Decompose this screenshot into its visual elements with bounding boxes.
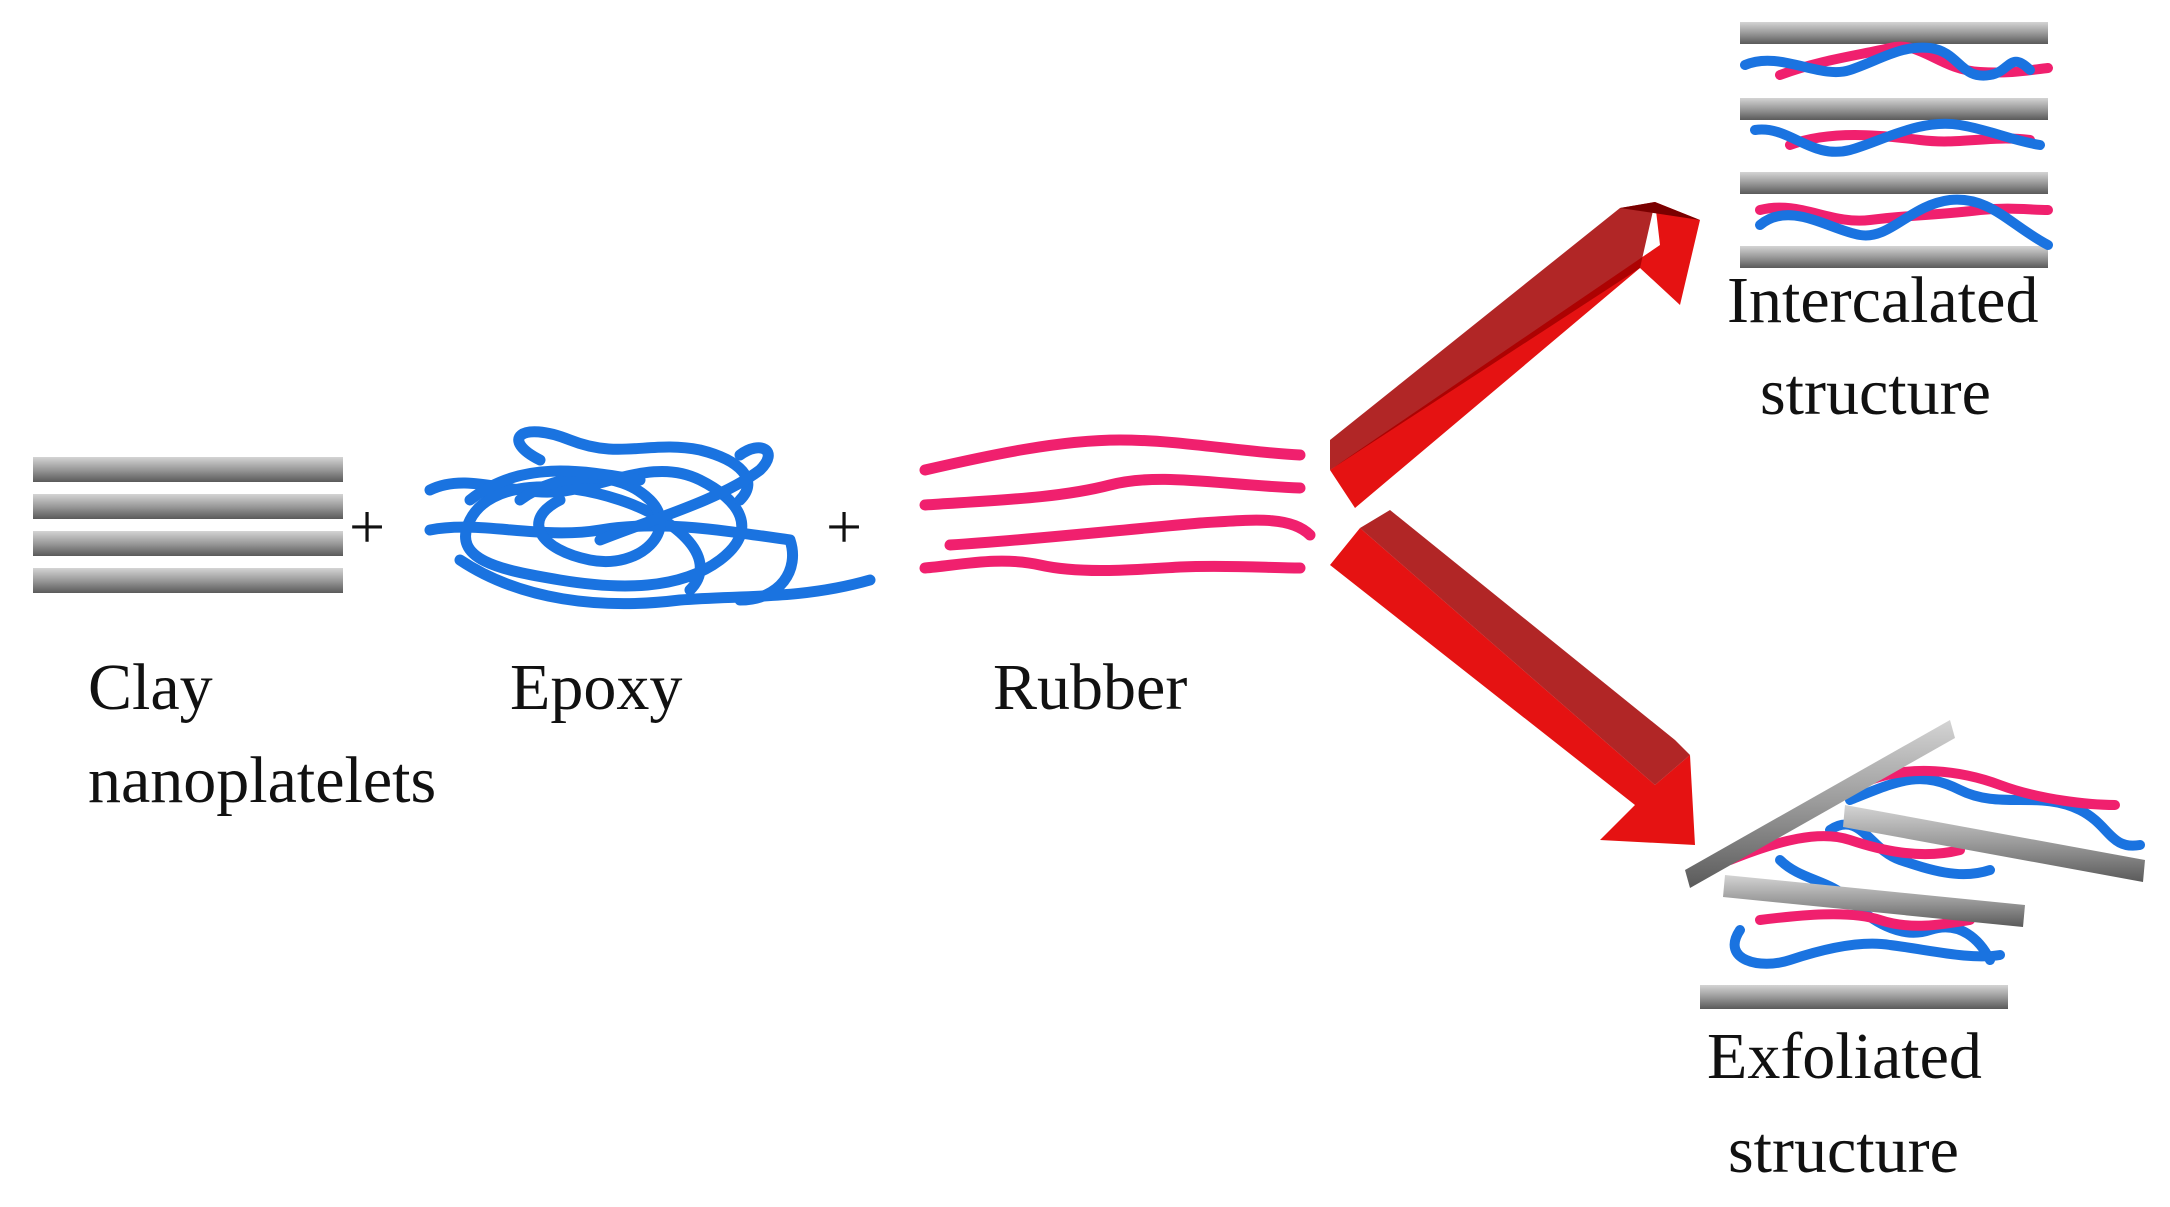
exfoliated-structure [1685, 720, 2145, 1009]
intercalated-structure [1740, 22, 2053, 268]
rubber-label: Rubber [993, 651, 1188, 724]
clay-label-line1: Clay [88, 651, 213, 724]
exfoliated-label-line1: Exfoliated [1707, 1020, 1982, 1093]
epoxy-label: Epoxy [510, 651, 683, 724]
exfoliated-label-line2: structure [1728, 1114, 1959, 1187]
clay-nanoplatelets-stack [33, 457, 343, 593]
plus-sign-2: + [826, 491, 863, 562]
clay-label-line2: nanoplatelets [88, 744, 437, 817]
arrow-to-exfoliated [1330, 510, 1695, 845]
intercalated-label-line2: structure [1760, 356, 1991, 429]
plus-sign-1: + [349, 491, 386, 562]
epoxy-chains [424, 426, 876, 610]
arrow-to-intercalated [1330, 202, 1700, 508]
rubber-chains [919, 434, 1316, 576]
intercalated-label-line1: Intercalated [1727, 264, 2039, 337]
